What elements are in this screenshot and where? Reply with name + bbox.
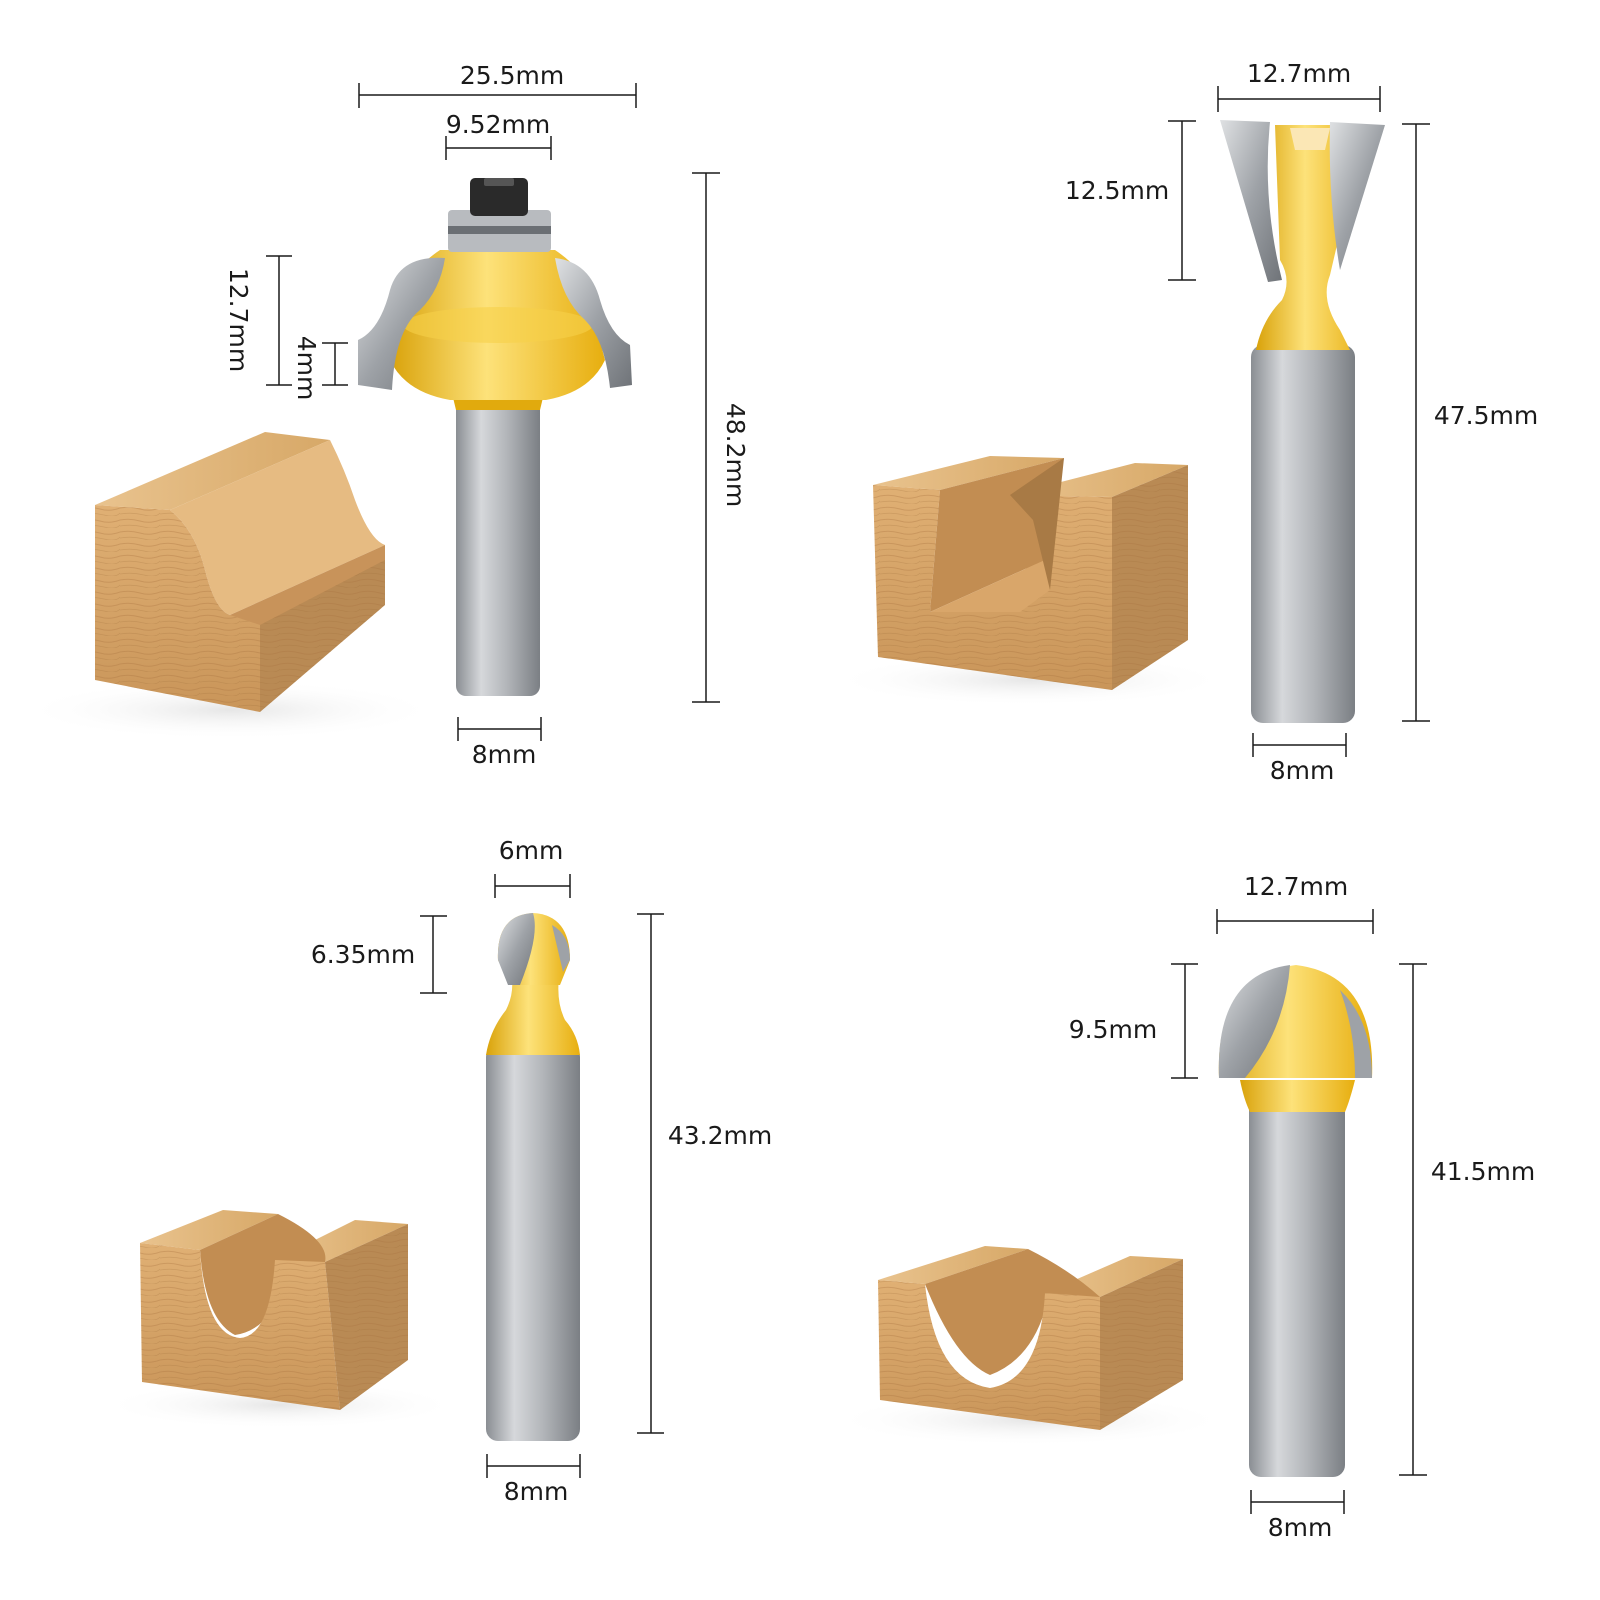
dim-shank: 8mm: [1252, 733, 1347, 785]
dim-label: 6mm: [499, 836, 564, 865]
shank: [456, 400, 540, 696]
dim-label: 48.2mm: [721, 403, 750, 507]
dim-label: 12.5mm: [1065, 176, 1169, 205]
router-bit-dovetail: [1220, 120, 1385, 723]
shank: [1251, 345, 1355, 723]
dim-bearing-width: 9.52mm: [445, 110, 552, 160]
dim-label: 8mm: [1270, 756, 1335, 785]
dim-cut-width: 12.7mm: [1217, 59, 1381, 112]
dim-total-length: 47.5mm: [1402, 123, 1538, 722]
dim-total-length: 48.2mm: [692, 172, 750, 703]
dim-label: 47.5mm: [1434, 401, 1538, 430]
shank: [486, 1045, 580, 1441]
dim-label: 8mm: [472, 740, 537, 769]
wood-block-large-core-box: [830, 1246, 1230, 1446]
panel-dovetail: 12.7mm 12.5mm 47.5mm 8mm: [830, 59, 1538, 785]
router-bit-ogee: [358, 178, 632, 696]
dim-cut-width: 12.7mm: [1216, 872, 1374, 934]
bearing-screw: [470, 178, 528, 216]
carbide-cutter: [1218, 965, 1290, 1078]
dim-overall-width: 25.5mm: [358, 61, 637, 108]
dim-step: 4mm: [292, 336, 348, 401]
dim-label: 8mm: [504, 1477, 569, 1506]
dim-total-length: 41.5mm: [1399, 963, 1535, 1476]
carbide-cutter: [1220, 120, 1282, 282]
dim-cut-height: 6.35mm: [311, 915, 447, 994]
panel-roman-ogee: 25.5mm 9.52mm 12.7mm 4mm 48.2mm: [20, 61, 750, 769]
wood-block-small-core-box: [100, 1210, 460, 1429]
carbide-cutter: [358, 257, 445, 390]
wood-block-ogee: [20, 432, 440, 740]
wood-block-dovetail: [830, 456, 1230, 706]
carbide-cutter: [555, 258, 632, 388]
dim-label: 12.7mm: [224, 268, 253, 372]
dim-shank: 8mm: [486, 1454, 581, 1506]
dim-total-length: 43.2mm: [637, 913, 772, 1434]
carbide-cutter: [497, 913, 535, 985]
dim-cut-height: 12.5mm: [1065, 120, 1196, 281]
dim-cut-width: 6mm: [494, 836, 571, 898]
panel-small-core-box: 6mm 6.35mm 43.2mm 8mm: [100, 836, 772, 1506]
dim-cut-height: 9.5mm: [1069, 963, 1198, 1079]
router-bit-small-core-box: [486, 913, 580, 1441]
dim-label: 9.52mm: [446, 110, 550, 139]
dim-cut-height: 12.7mm: [224, 255, 292, 386]
dim-label: 41.5mm: [1431, 1157, 1535, 1186]
dim-label: 4mm: [292, 336, 321, 401]
dim-shank: 8mm: [457, 717, 542, 769]
dim-label: 9.5mm: [1069, 1015, 1157, 1044]
panel-large-core-box: 12.7mm 9.5mm 41.5mm 8mm: [830, 872, 1535, 1542]
dim-label: 12.7mm: [1247, 59, 1351, 88]
carbide-cutter: [1329, 122, 1385, 270]
dim-label: 6.35mm: [311, 940, 415, 969]
dim-label: 43.2mm: [668, 1121, 772, 1150]
dim-label: 12.7mm: [1244, 872, 1348, 901]
dim-shank: 8mm: [1250, 1490, 1345, 1542]
dim-label: 8mm: [1268, 1513, 1333, 1542]
shank: [1249, 1095, 1345, 1477]
dim-label: 25.5mm: [460, 61, 564, 90]
router-bit-large-core-box: [1218, 965, 1373, 1477]
